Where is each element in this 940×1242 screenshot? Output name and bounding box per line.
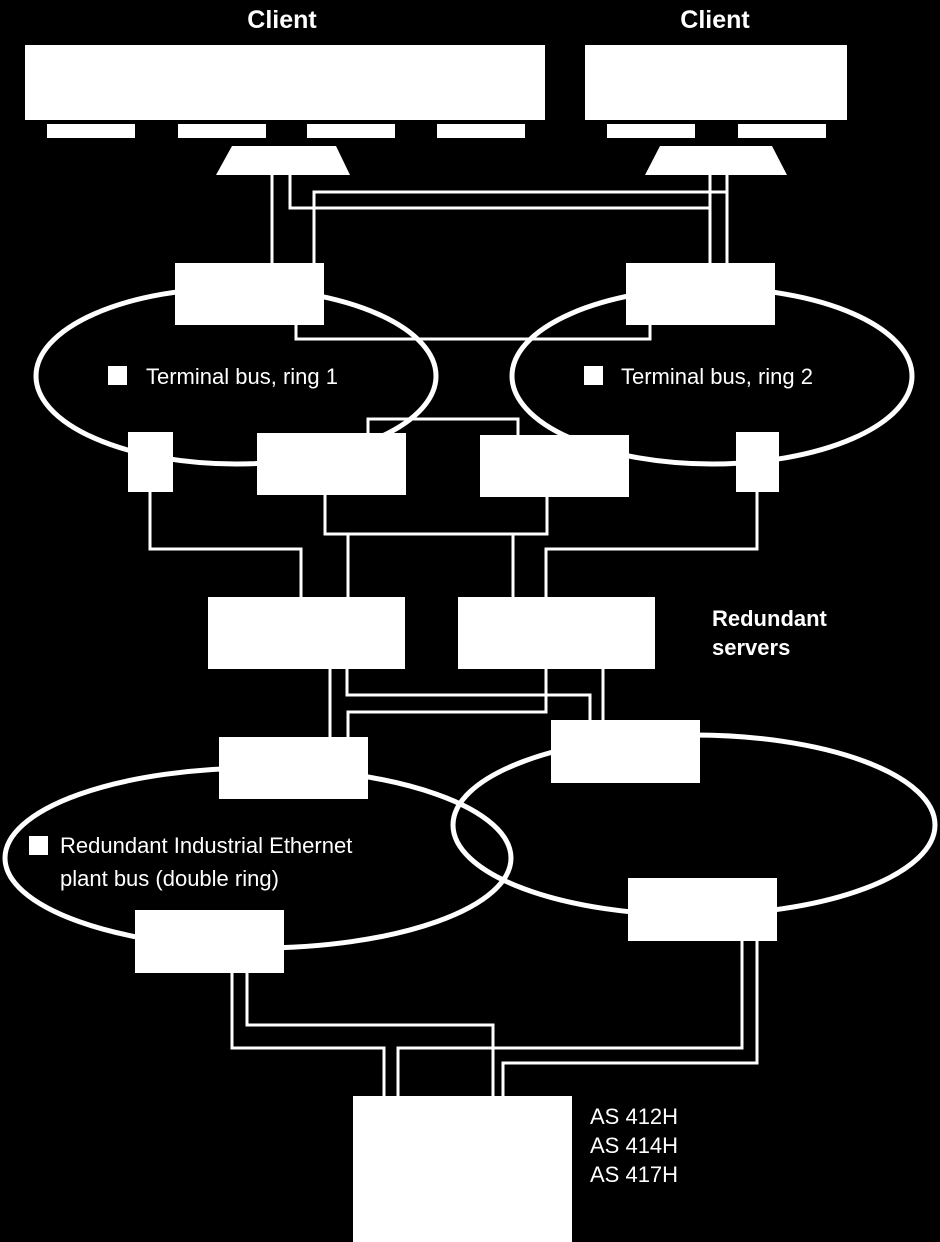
as-model-1: AS 412H (590, 1104, 678, 1129)
ring-1-bullet (108, 366, 127, 385)
ring-2-label: Terminal bus, ring 2 (621, 364, 813, 389)
client-1-key-1 (47, 124, 135, 138)
server-2 (458, 597, 655, 669)
ring-2-bottom-switch (480, 435, 629, 497)
client-2-key-1 (607, 124, 695, 138)
client-1-key-2 (178, 124, 266, 138)
ring-1-label: Terminal bus, ring 1 (146, 364, 338, 389)
client-1-key-3 (307, 124, 395, 138)
client-2-workstation (585, 45, 847, 120)
client-1-network-adapter (216, 146, 350, 175)
client-1-label: Client (247, 6, 317, 34)
ring-1-top-switch (175, 263, 324, 325)
client-2-key-2 (738, 124, 826, 138)
as-model-2: AS 414H (590, 1133, 678, 1158)
client-1-key-4 (437, 124, 525, 138)
server-1 (208, 597, 405, 669)
client-2-network-adapter (645, 146, 787, 175)
plant-bus-bullet (29, 836, 48, 855)
ring-1-left-node (128, 432, 173, 492)
ring-2-top-switch (626, 263, 775, 325)
plant-bus-label-line2: plant bus (double ring) (60, 866, 279, 891)
plant-bus-label-line1: Redundant Industrial Ethernet (60, 833, 352, 858)
ring-2-bullet (584, 366, 603, 385)
servers-label-line2: servers (712, 635, 790, 660)
plant-bus-right-bottom-switch (628, 878, 777, 941)
servers-label-line1: Redundant (712, 606, 828, 631)
plant-bus-left-top-switch (219, 737, 368, 799)
as-model-3: AS 417H (590, 1162, 678, 1187)
ring-1-bottom-switch (257, 433, 406, 495)
ring-2-right-node (736, 432, 779, 492)
client-1-workstation (25, 45, 545, 120)
plant-bus-left-bottom-switch (135, 910, 284, 973)
plant-bus-right-top-switch (551, 720, 700, 783)
connection-wires (148, 175, 759, 1098)
client-2-label: Client (680, 6, 750, 34)
automation-system-box (353, 1096, 572, 1242)
